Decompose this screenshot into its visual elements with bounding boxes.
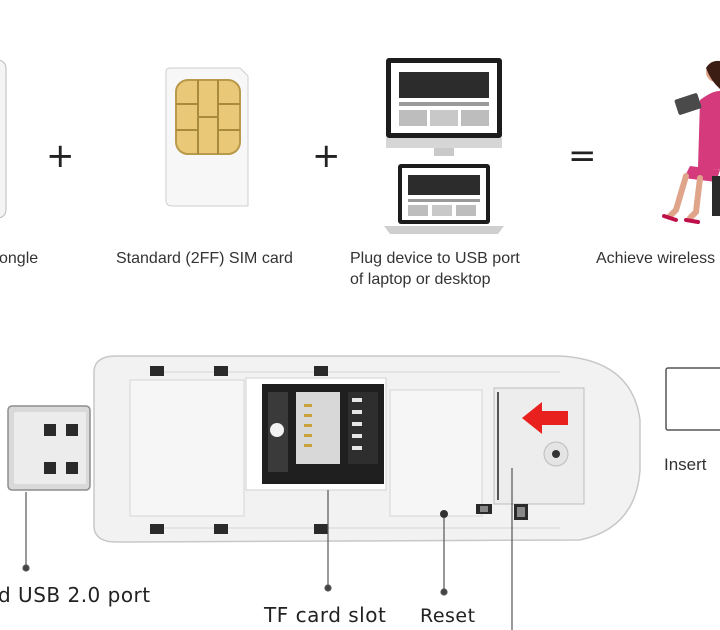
- tf-card-slot-label: TF card slot: [264, 603, 387, 627]
- laptop-image: [384, 164, 504, 234]
- callout-lines: [22, 468, 513, 630]
- plug-caption-line2: of laptop or desktop: [350, 271, 491, 288]
- dongle-caption: ongle: [0, 250, 39, 267]
- achieve-caption: Achieve wireless: [596, 250, 716, 267]
- monitor-image: [386, 58, 502, 156]
- sim-card-image: [165, 67, 249, 207]
- plus-sign-2: +: [312, 136, 341, 176]
- insert-arrow-icon: [522, 402, 568, 434]
- insert-label: Insert: [664, 455, 707, 474]
- insert-sim-illustration: [665, 367, 720, 431]
- dongle-thumbnail: [0, 59, 7, 219]
- plug-caption-line1: Plug device to USB port: [350, 250, 520, 267]
- usb-dongle-diagram: [7, 355, 641, 543]
- reset-label: Reset: [420, 605, 476, 627]
- sim-card-caption: Standard (2FF) SIM card: [116, 250, 293, 267]
- equals-sign: =: [568, 136, 597, 176]
- usb-port-label: d USB 2.0 port: [0, 583, 151, 607]
- plus-sign-1: +: [46, 136, 75, 176]
- woman-with-laptop-image: [662, 60, 720, 224]
